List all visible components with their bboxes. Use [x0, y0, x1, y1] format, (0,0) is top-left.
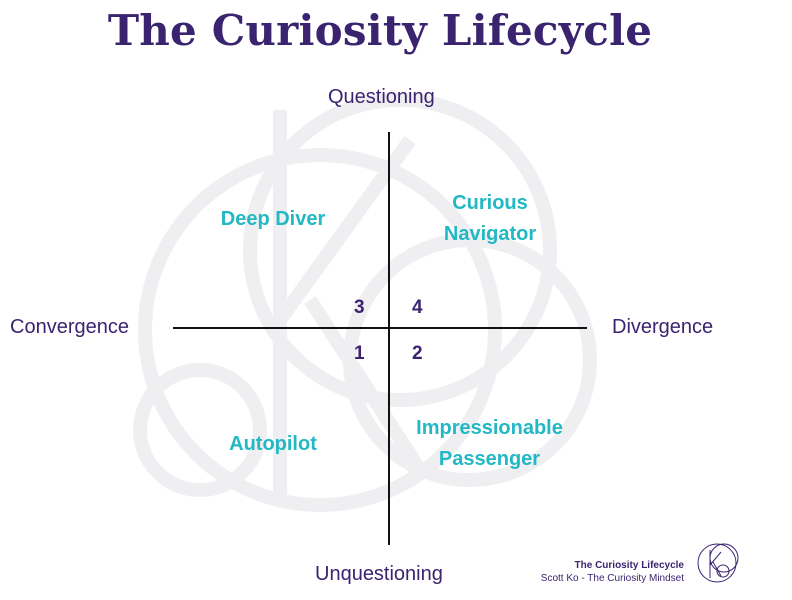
quadrant-number-2: 2: [412, 343, 423, 364]
quadrant-number-1: 1: [354, 343, 365, 364]
axis-label-bottom: Unquestioning: [315, 563, 443, 585]
credit-block: The Curiosity Lifecycle Scott Ko - The C…: [541, 559, 684, 585]
quadrant-label-line: Passenger: [438, 448, 541, 470]
axis-label-right: Divergence: [612, 316, 714, 338]
quadrant-label-autopilot: Autopilot: [213, 429, 333, 460]
quadrant-number-4: 4: [412, 297, 423, 318]
quadrant-label-deep-diver: Deep Diver: [213, 204, 333, 235]
quadrant-label-line: Deep Diver: [220, 208, 326, 230]
axis-label-top: Questioning: [328, 86, 435, 108]
quadrant-label-line: Impressionable: [416, 417, 563, 439]
ko-monogram-icon: [697, 543, 739, 583]
page-title: The Curiosity Lifecycle: [107, 6, 653, 55]
credit-subtitle: Scott Ko - The Curiosity Mindset: [540, 573, 684, 584]
quadrant-label-line: Navigator: [443, 223, 537, 245]
quadrant-number-3: 3: [354, 297, 365, 318]
credit-title: The Curiosity Lifecycle: [574, 560, 684, 571]
quadrant-label-curious-navigator: Curious Navigator: [420, 188, 560, 250]
quadrant-label-impressionable-passenger: Impressionable Passenger: [402, 413, 577, 475]
axis-label-left: Convergence: [10, 316, 129, 338]
quadrant-label-line: Curious: [452, 192, 528, 214]
quadrant-label-line: Autopilot: [229, 433, 317, 455]
